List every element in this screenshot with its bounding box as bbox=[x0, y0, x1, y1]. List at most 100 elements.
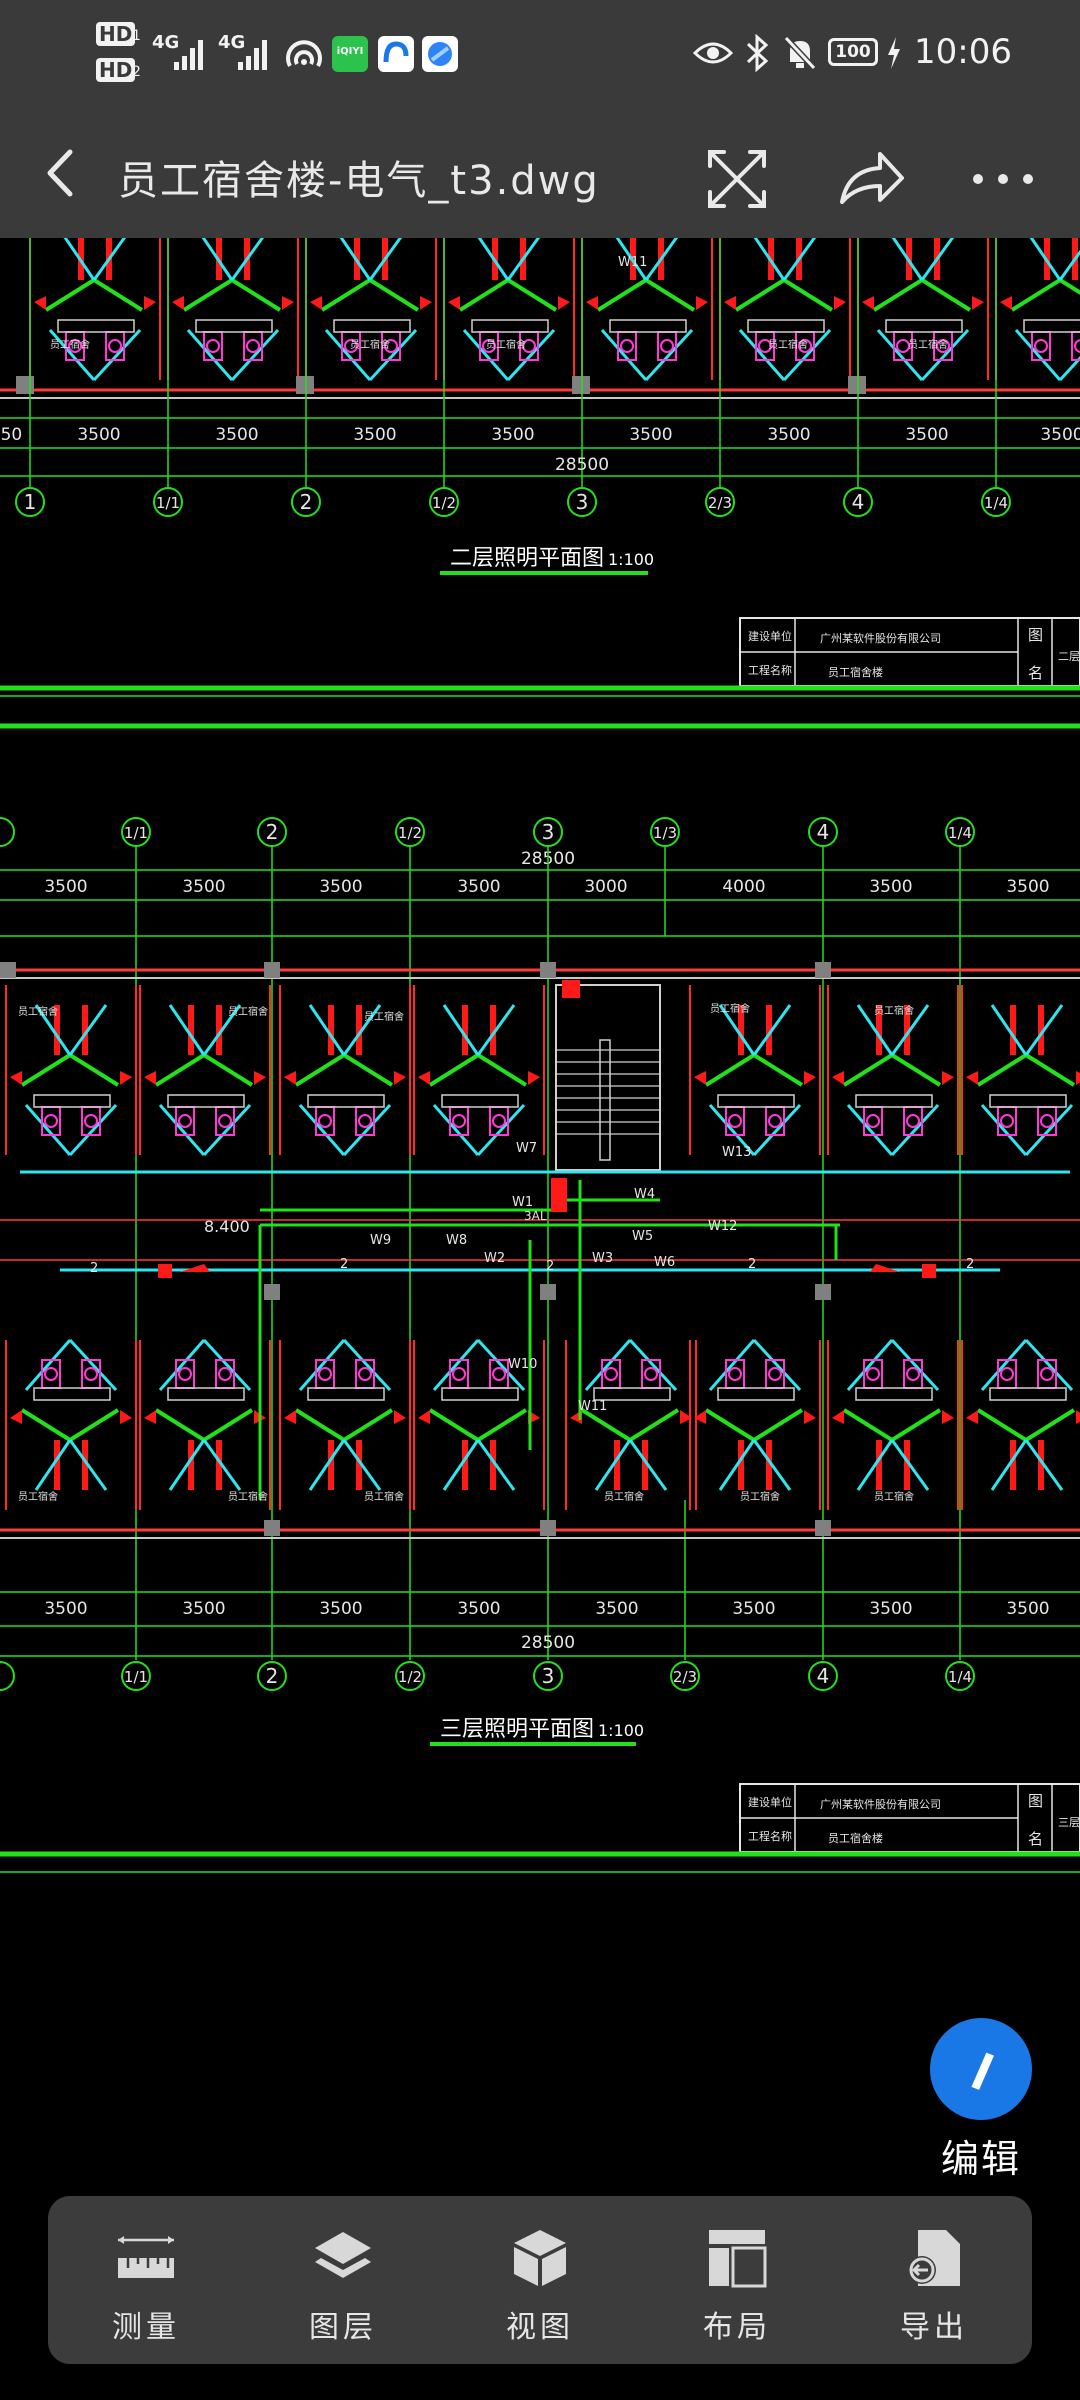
eye-icon bbox=[692, 42, 734, 64]
staircase bbox=[555, 980, 661, 1171]
lower-top-dim: 3500 bbox=[457, 877, 500, 897]
bluetooth-icon bbox=[746, 34, 769, 72]
lower-top-axis-label: 1/3 bbox=[653, 824, 677, 842]
upper-axis-label: 1/4 bbox=[984, 494, 1008, 512]
lower-tb-side2: 名 bbox=[1028, 1830, 1043, 1848]
share-icon bbox=[840, 152, 904, 204]
bottom-toolbar: 测量 图层 视图 布局 导出 bbox=[48, 2196, 1032, 2364]
upper-axis-bubbles: 1 1/1 2 1/2 3 2/3 4 1/4 bbox=[15, 487, 1011, 517]
lower-tb-value2: 员工宿舍楼 bbox=[828, 1831, 883, 1845]
circuit-label: W9 bbox=[370, 1233, 391, 1248]
upper-plan-title: 二层照明平面图 bbox=[450, 546, 604, 571]
document-title: 员工宿舍楼-电气_t3.dwg bbox=[118, 158, 600, 204]
toolbar-export[interactable]: 导出 bbox=[836, 2196, 1032, 2364]
lower-bottom-axis-label: 1/1 bbox=[124, 1668, 148, 1686]
lower-bottom-dim: 3500 bbox=[732, 1599, 775, 1619]
lower-top-axis-label: 4 bbox=[817, 820, 830, 844]
lower-bottom-axis-label: 2/3 bbox=[673, 1668, 697, 1686]
network-type-2: 4G bbox=[218, 32, 246, 53]
lower-tb-label2: 工程名称 bbox=[748, 1829, 792, 1843]
room-label: 员工宿舍 bbox=[740, 1490, 780, 1503]
lower-top-axis-bubbles: 1/1 2 1/2 3 1/3 4 1/4 bbox=[0, 817, 975, 847]
lower-bottom-total: 28500 bbox=[521, 1633, 575, 1653]
battery-icon: 100 bbox=[828, 38, 878, 66]
lower-bottom-dim: 3500 bbox=[595, 1599, 638, 1619]
layers-icon bbox=[315, 2232, 371, 2278]
upper-axis-label: 3 bbox=[576, 490, 589, 514]
room-label: 员工宿舍 bbox=[228, 1490, 268, 1503]
lower-top-dim: 3000 bbox=[584, 877, 627, 897]
upper-axis-label: 4 bbox=[852, 490, 865, 514]
room-label: 员工宿舍 bbox=[364, 1490, 404, 1503]
lower-top-dim: 3500 bbox=[319, 877, 362, 897]
more-button[interactable] bbox=[968, 154, 1038, 204]
upper-tb-value1: 广州某软件股份有限公司 bbox=[820, 631, 941, 645]
circuit-label: W10 bbox=[508, 1357, 537, 1372]
lower-bottom-dim: 3500 bbox=[457, 1599, 500, 1619]
lower-bottom-axis-label: 3 bbox=[542, 1664, 555, 1688]
lower-tb-drawing-name: 三层 bbox=[1058, 1816, 1080, 1829]
browser-app-icon bbox=[422, 36, 458, 72]
blue-app-icon bbox=[378, 36, 414, 72]
lower-bottom-axis-label: 1/4 bbox=[948, 1668, 972, 1686]
signal-icon-2 bbox=[238, 40, 267, 70]
circuit-count: 2 bbox=[340, 1257, 348, 1272]
upper-dim: 3500 bbox=[353, 425, 396, 445]
room-label: 员工宿舍 bbox=[228, 1005, 268, 1018]
upper-axis-label: 1/1 bbox=[156, 494, 180, 512]
edit-label[interactable]: 编辑 bbox=[940, 2137, 1021, 2181]
clock: 10:06 bbox=[914, 32, 1012, 72]
upper-dim: 3500 bbox=[1040, 425, 1080, 445]
back-button[interactable] bbox=[28, 138, 98, 208]
fullscreen-button[interactable] bbox=[704, 146, 770, 212]
lower-rooms-top bbox=[4, 983, 1080, 1157]
cad-drawing-canvas[interactable]: 250 3500 3500 3500 3500 3500 3500 3500 3… bbox=[0, 238, 1080, 2400]
export-icon bbox=[908, 2230, 960, 2286]
lower-bottom-axis-label: 1/2 bbox=[398, 1668, 422, 1686]
room-label: 员工宿舍 bbox=[18, 1490, 58, 1503]
lower-rooms-bottom bbox=[4, 1338, 1080, 1512]
toolbar-view[interactable]: 视图 bbox=[442, 2196, 638, 2364]
more-icon bbox=[973, 174, 1033, 184]
circuit-count: 2 bbox=[546, 1259, 554, 1274]
toolbar-layout[interactable]: 布局 bbox=[639, 2196, 835, 2364]
toolbar-measure[interactable]: 测量 bbox=[48, 2196, 244, 2364]
network-type-1: 4G bbox=[152, 32, 180, 53]
app-header: 员工宿舍楼-电气_t3.dwg bbox=[0, 110, 1080, 238]
circuit-label: W3 bbox=[592, 1251, 613, 1266]
iqiyi-app-icon: iQIYI bbox=[332, 36, 368, 72]
toolbar-layers[interactable]: 图层 bbox=[245, 2196, 441, 2364]
corridor-wiring bbox=[20, 1170, 1070, 1500]
upper-room-label: 员工宿舍 bbox=[908, 338, 948, 351]
lower-title-block: 建设单位 广州某软件股份有限公司 工程名称 员工宿舍楼 图 名 三层 bbox=[739, 1783, 1080, 1853]
circuit-label: W2 bbox=[484, 1251, 505, 1266]
lower-top-dim: 3500 bbox=[1006, 877, 1049, 897]
iqiyi-app-label: iQIYI bbox=[336, 46, 364, 57]
upper-room-label: 员工宿舍 bbox=[350, 338, 390, 351]
room-label: 员工宿舍 bbox=[604, 1490, 644, 1503]
upper-total-dim: 28500 bbox=[555, 455, 609, 475]
upper-axis-label: 1/2 bbox=[432, 494, 456, 512]
lower-bottom-axis-label: 4 bbox=[817, 1664, 830, 1688]
upper-dim: 3500 bbox=[629, 425, 672, 445]
share-button[interactable] bbox=[836, 146, 906, 212]
distribution-panel-label: 3AL bbox=[524, 1209, 547, 1223]
room-label: 员工宿舍 bbox=[874, 1490, 914, 1503]
room-label: 员工宿舍 bbox=[18, 1005, 58, 1018]
circuit-label: W5 bbox=[632, 1229, 653, 1244]
pencil-icon bbox=[971, 2052, 994, 2090]
upper-circuit-label: W11 bbox=[618, 255, 647, 270]
lower-top-axis-label: 1/2 bbox=[398, 824, 422, 842]
edit-button[interactable] bbox=[930, 2018, 1032, 2120]
lower-bottom-dim: 3500 bbox=[44, 1599, 87, 1619]
status-bar: HD 1 HD 2 4G 4G iQIYI 100 bbox=[0, 0, 1080, 110]
lower-bottom-dim: 3500 bbox=[869, 1599, 912, 1619]
lower-bottom-dim: 3500 bbox=[182, 1599, 225, 1619]
room-label: 员工宿舍 bbox=[874, 1004, 914, 1017]
lower-top-dim: 3500 bbox=[44, 877, 87, 897]
upper-floor-plan: 250 3500 3500 3500 3500 3500 3500 3500 3… bbox=[0, 238, 1080, 575]
sim1-index: 1 bbox=[132, 28, 141, 44]
toolbar-layers-label: 图层 bbox=[309, 2310, 377, 2345]
mute-icon bbox=[783, 35, 817, 71]
upper-tb-label2: 工程名称 bbox=[748, 663, 792, 677]
